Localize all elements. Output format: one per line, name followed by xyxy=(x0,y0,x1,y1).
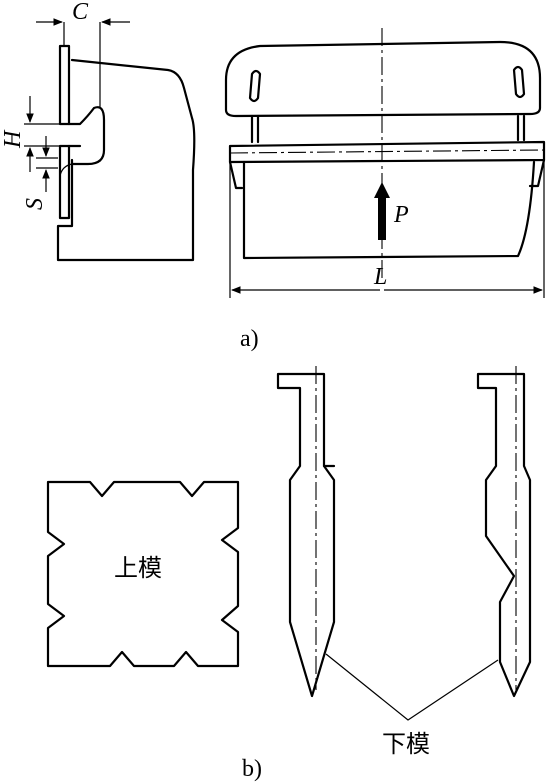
force-p-label: P xyxy=(393,202,409,228)
dim-s-label: S xyxy=(22,198,48,210)
right-slot xyxy=(512,65,526,99)
upper-die-label: 上模 xyxy=(114,554,162,582)
dim-l-label: L xyxy=(373,264,387,290)
front-top-housing xyxy=(224,40,542,118)
force-arrow-shaft xyxy=(378,196,386,240)
lower-blade xyxy=(58,144,71,220)
left-ear xyxy=(228,160,244,190)
force-arrow-head xyxy=(374,182,390,198)
upper-blade xyxy=(58,44,71,126)
left-slot xyxy=(248,69,262,103)
caption-b: b) xyxy=(242,756,262,782)
front-view: P L xyxy=(224,28,546,298)
upper-die-outline xyxy=(46,480,240,668)
blade-centerline xyxy=(229,149,545,154)
dim-h-label: H xyxy=(0,129,26,149)
gap-curve xyxy=(59,163,73,177)
lower-die-right xyxy=(476,366,532,698)
front-lower-box xyxy=(242,160,536,260)
side-view-body xyxy=(56,58,196,262)
lower-die-right-outline xyxy=(476,372,532,698)
lower-die-left xyxy=(276,366,336,698)
lower-die-left-outline xyxy=(276,372,336,698)
upper-die: 上模 xyxy=(46,480,240,668)
lower-die-leader xyxy=(325,653,499,721)
dim-c-label: C xyxy=(72,0,89,25)
caption-a: a) xyxy=(240,326,259,352)
lower-die-label: 下模 xyxy=(382,730,430,758)
gap-hook xyxy=(67,106,106,166)
side-view: C H S xyxy=(0,0,196,262)
